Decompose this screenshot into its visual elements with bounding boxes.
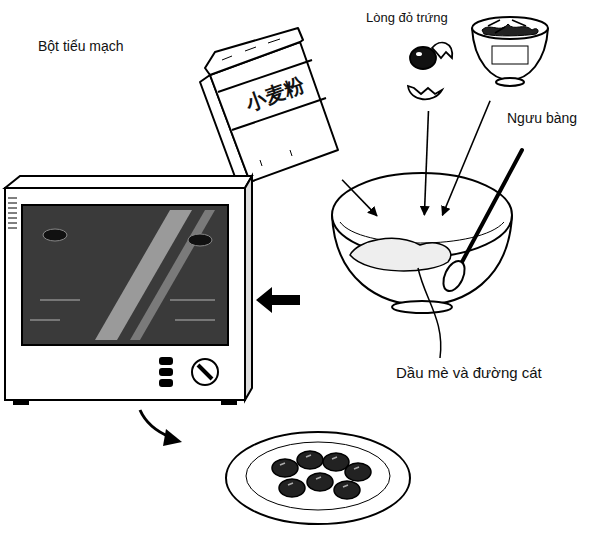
- egg-drawing: [408, 43, 452, 100]
- ingredient-label: Ngưu bàng: [507, 110, 577, 127]
- plate-drawing: [226, 432, 410, 524]
- mixing-bowl-drawing: [332, 150, 522, 358]
- ingredient-label: Dầu mè và đường cát: [396, 364, 542, 382]
- burdock-bowl-drawing: [472, 17, 548, 86]
- flow-arrow: [442, 101, 490, 215]
- burdock-bowl: Ngưu bàng: [468, 8, 552, 98]
- flow-arrow: [140, 410, 182, 446]
- egg-yolk: Lòng đỏ trứng: [400, 36, 460, 108]
- bag-print: 小麦粉: [243, 72, 308, 115]
- flour-bag: Bột tiểu mạch小麦粉: [200, 30, 340, 180]
- flow-arrow: [256, 287, 300, 313]
- ingredient-label: Lòng đỏ trứng: [366, 10, 448, 26]
- oven-drawing: [5, 176, 252, 404]
- ingredient-label: Bột tiểu mạch: [38, 38, 124, 55]
- flow-arrow: [342, 180, 377, 216]
- flour-bag-drawing: [200, 28, 338, 185]
- mixing-bowl: Dầu mè và đường cát: [330, 218, 515, 308]
- flow-arrow: [424, 111, 428, 215]
- leader-line: [418, 268, 441, 358]
